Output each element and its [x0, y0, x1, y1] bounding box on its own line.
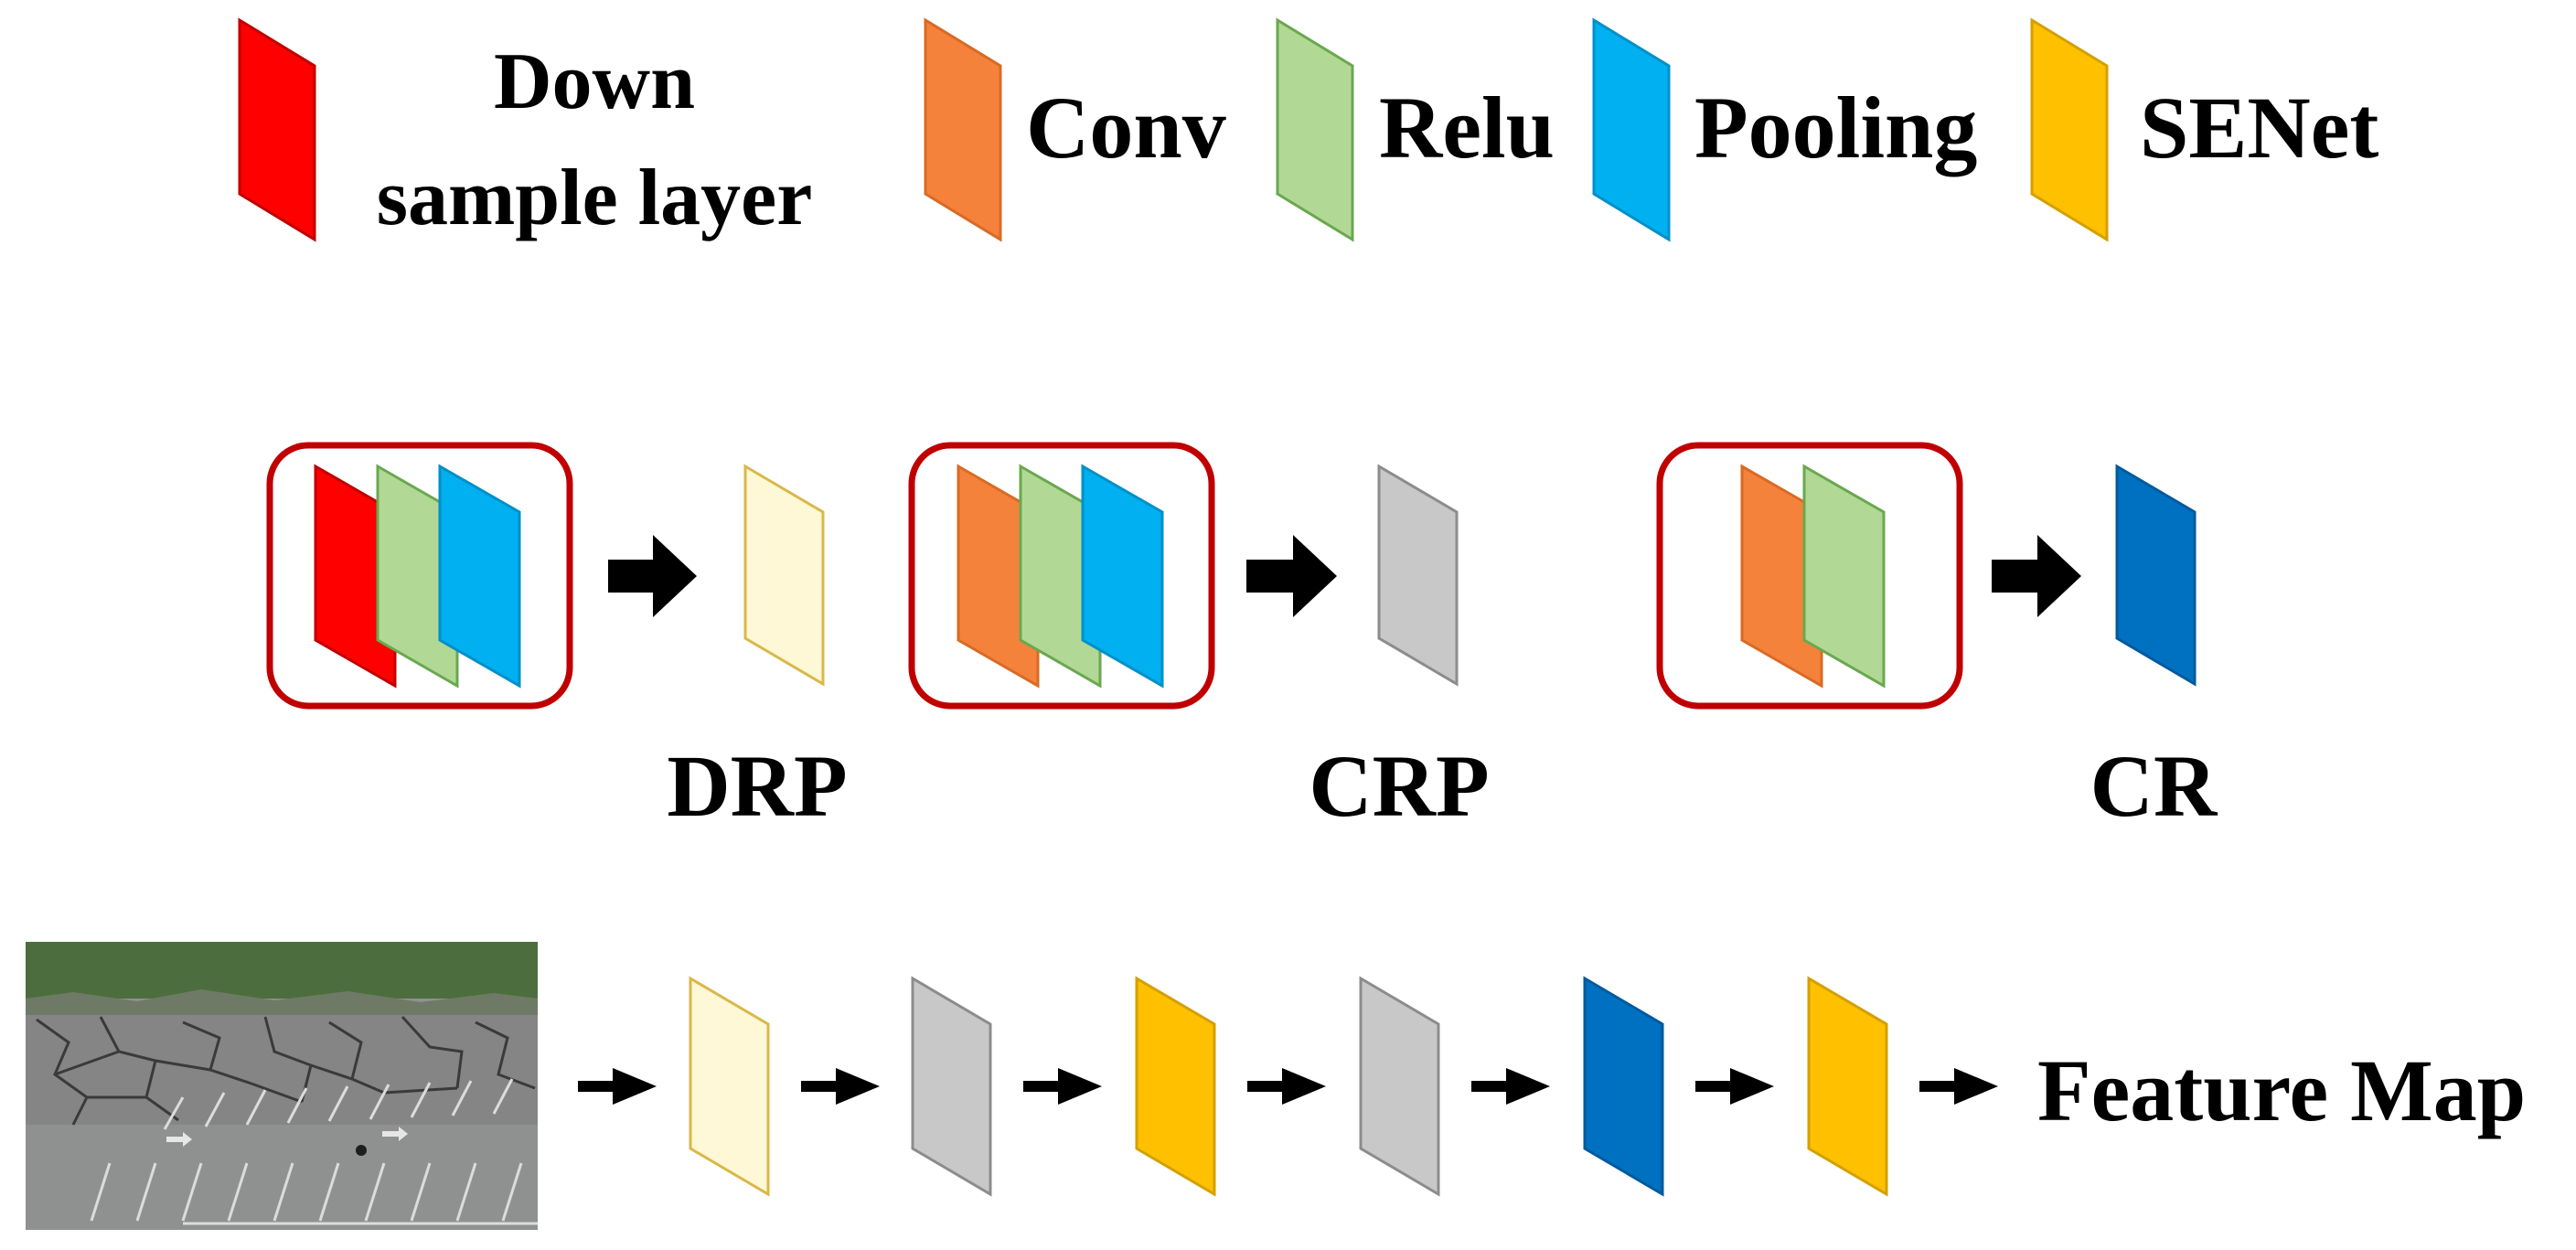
drp-pooling-layer [438, 464, 521, 689]
cr-label: CR [2090, 737, 2218, 835]
legend-relu-swatch [1276, 17, 1354, 242]
cr-arrow [1992, 535, 2081, 617]
pipeline-crp-block [911, 976, 992, 1197]
pipeline-arrow [1695, 1068, 1774, 1105]
drp-output-block [743, 464, 825, 687]
pipeline-arrow [1471, 1068, 1550, 1105]
pipeline-drp-block [689, 976, 770, 1197]
cr-group-box [1656, 442, 1963, 710]
input-image [26, 942, 538, 1230]
crp-relu-layer [1019, 464, 1102, 689]
legend-conv-swatch [924, 17, 1002, 242]
pipeline-arrow [578, 1068, 657, 1105]
pipeline-arrow [1919, 1068, 1998, 1105]
legend-pooling-swatch [1592, 17, 1671, 242]
pipeline-cr-block [1583, 976, 1664, 1197]
legend-senet-label: SENet [2140, 79, 2378, 176]
block-crp: CRP [908, 442, 1490, 835]
legend-downsample-label-line1: Down [494, 37, 695, 126]
pipeline-arrow [801, 1068, 880, 1105]
pipeline-senet-block [1135, 976, 1216, 1197]
drp-group-box [266, 442, 573, 710]
drp-arrow [608, 535, 697, 617]
pipeline: Feature Map [26, 942, 2526, 1230]
crp-pooling-layer [1081, 464, 1164, 689]
block-cr: CR [1656, 442, 2218, 835]
legend-downsample-label-line2: sample layer [377, 154, 813, 242]
cr-output-block [2115, 464, 2197, 687]
crp-output-block [1377, 464, 1459, 687]
crp-label: CRP [1309, 737, 1489, 835]
crp-conv-layer [957, 464, 1040, 689]
crp-arrow [1246, 535, 1337, 617]
legend-pooling-label: Pooling [1694, 79, 1977, 176]
pipeline-arrow [1023, 1068, 1102, 1105]
legend-senet-swatch [2030, 17, 2109, 242]
cr-relu-layer [1802, 464, 1886, 689]
legend-conv-label: Conv [1026, 79, 1226, 176]
block-drp: DRP [266, 442, 848, 835]
drp-downsample-layer [314, 464, 397, 689]
feature-map-label: Feature Map [2037, 1042, 2526, 1139]
pipeline-crp-block [1359, 976, 1440, 1197]
pipeline-senet-block [1807, 976, 1888, 1197]
drp-label: DRP [667, 737, 847, 835]
cr-conv-layer [1740, 464, 1823, 689]
legend: Down sample layer Conv Relu Pooling SENe… [238, 17, 2378, 242]
pipeline-arrow [1247, 1068, 1326, 1105]
legend-downsample-swatch [238, 17, 316, 242]
legend-relu-label: Relu [1379, 79, 1555, 176]
crp-group-box [908, 442, 1215, 710]
drp-relu-layer [376, 464, 459, 689]
